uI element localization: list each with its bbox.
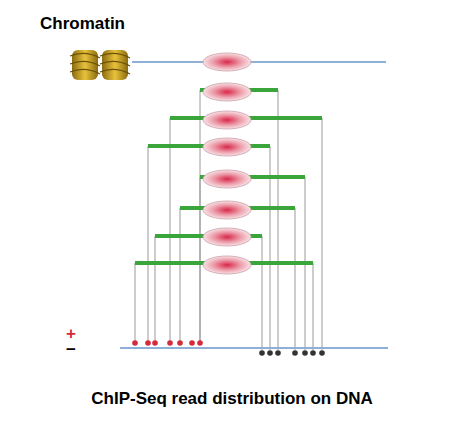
read-end-lines [135, 90, 322, 350]
dna-line [132, 61, 386, 63]
bound-proteins [203, 83, 251, 274]
nucleosome-coils [70, 50, 130, 80]
heading-label: Chromatin [40, 14, 125, 34]
minus-strand-sign: − [66, 340, 76, 360]
genome-line [120, 347, 388, 349]
dna-fragments [135, 90, 322, 263]
plus-strand-reads [132, 340, 203, 346]
caption: ChIP-Seq read distribution on DNA [91, 389, 372, 409]
bound-protein [203, 53, 251, 71]
minus-strand-reads [259, 350, 325, 356]
